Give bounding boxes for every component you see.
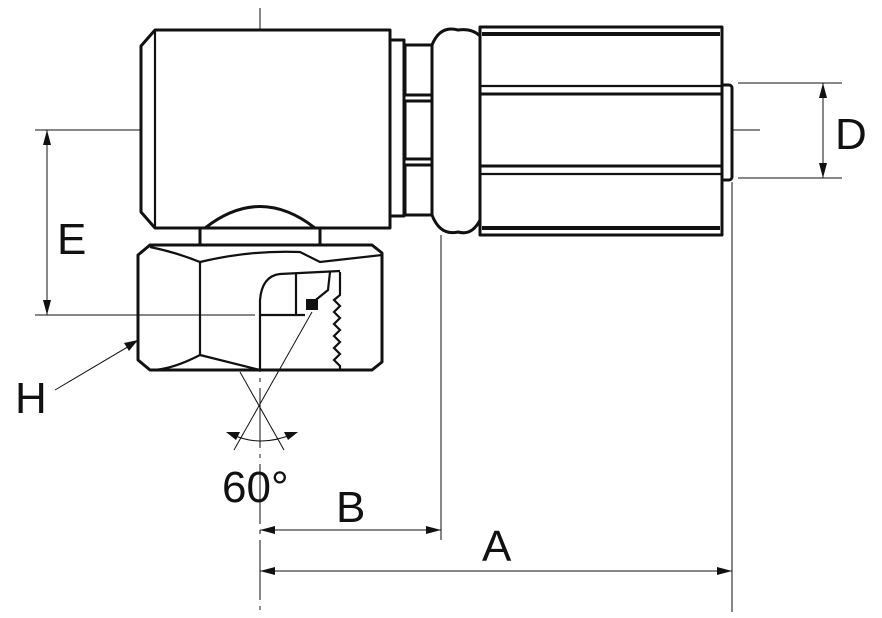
ferrule: [478, 25, 734, 237]
label-h: H: [15, 374, 47, 423]
hex-nut: [35, 243, 384, 372]
label-b: B: [336, 483, 365, 532]
dimension-a: A: [260, 182, 733, 612]
label-a: A: [482, 522, 512, 571]
label-e: E: [57, 215, 86, 264]
dimension-b: B: [260, 235, 442, 540]
collar: [388, 27, 482, 235]
dimension-e: E: [35, 129, 125, 315]
dimension-d: D: [738, 82, 867, 179]
angle-60: 60°: [222, 311, 313, 512]
label-angle: 60°: [222, 463, 289, 512]
seal-ring: [306, 299, 318, 310]
dimension-h: H: [15, 340, 138, 423]
label-d: D: [835, 110, 867, 159]
swivel-body: [139, 28, 392, 247]
